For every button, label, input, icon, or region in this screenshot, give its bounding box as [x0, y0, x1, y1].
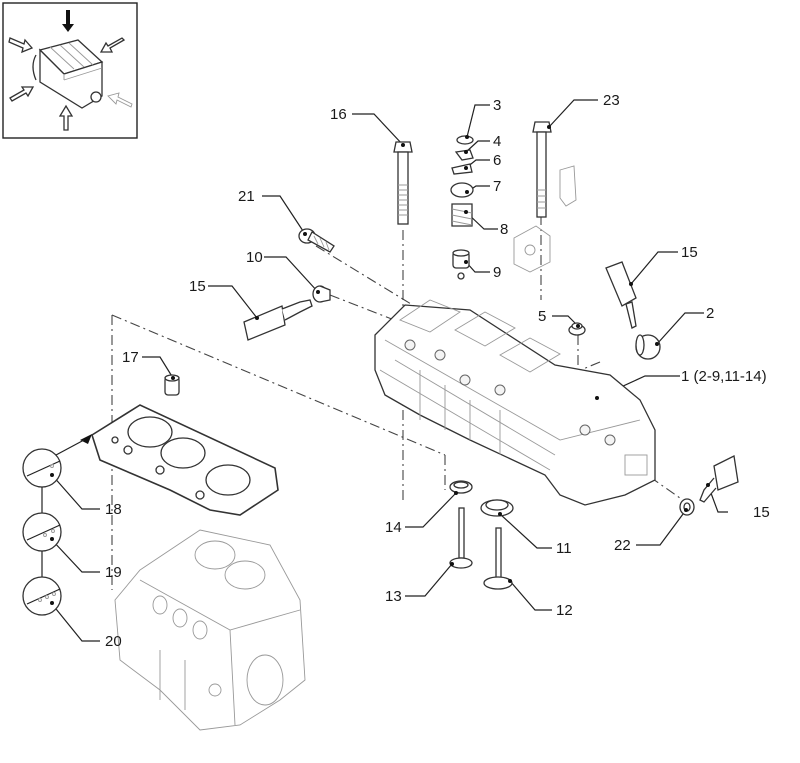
- callout-5: 5: [538, 308, 546, 325]
- callout-14: 14: [385, 519, 402, 536]
- engine-block: [114, 529, 306, 731]
- callout-15: 15: [753, 504, 770, 521]
- callout-18: 18: [105, 501, 122, 518]
- gasket-variant-19[interactable]: [22, 512, 62, 552]
- callout-4: 4: [493, 133, 501, 150]
- callout-8: 8: [500, 221, 508, 238]
- callout-2: 2: [706, 305, 714, 322]
- callout-22: 22: [614, 537, 631, 554]
- sealant-tube-top-right[interactable]: [605, 261, 637, 329]
- valve-seat-14[interactable]: [449, 480, 473, 494]
- valve-seat-11[interactable]: [480, 499, 514, 517]
- long-head-bolt-23[interactable]: [532, 121, 552, 218]
- intake-valve-12[interactable]: [483, 527, 513, 590]
- callout-3: 3: [493, 97, 501, 114]
- head-bolt-16[interactable]: [393, 141, 413, 225]
- callout-16: 16: [330, 106, 347, 123]
- gasket-variant-18[interactable]: [22, 448, 62, 488]
- callout-6: 6: [493, 152, 501, 169]
- exhaust-valve-13[interactable]: [449, 507, 473, 569]
- rocker-bracket: [513, 165, 577, 273]
- callout-15: 15: [189, 278, 206, 295]
- callout-12: 12: [556, 602, 573, 619]
- callout-labels: 1 (2-9,11-14) 2 3 4 5 6 7 8 9 10 11 12 1…: [105, 92, 770, 650]
- callout-1: 1 (2-9,11-14): [681, 368, 767, 385]
- valve-train-stack[interactable]: [450, 135, 474, 280]
- gasket-pointer: [55, 439, 85, 456]
- leader-lines: [51, 99, 728, 642]
- callout-17: 17: [122, 349, 139, 366]
- callout-15: 15: [681, 244, 698, 261]
- plug-cap-2[interactable]: [635, 334, 661, 360]
- leader-dots: [171, 125, 710, 583]
- glow-plug-21[interactable]: [298, 228, 335, 253]
- head-gasket[interactable]: [80, 404, 279, 516]
- callout-19: 19: [105, 564, 122, 581]
- gasket-variant-20[interactable]: [22, 576, 62, 616]
- sealant-tube-right[interactable]: [699, 455, 739, 503]
- callout-11: 11: [556, 540, 572, 557]
- sealant-tube-left[interactable]: [243, 299, 313, 341]
- callout-7: 7: [493, 178, 501, 195]
- callout-21: 21: [238, 188, 255, 205]
- callout-9: 9: [493, 264, 501, 281]
- callout-23: 23: [603, 92, 620, 109]
- callout-20: 20: [105, 633, 122, 650]
- callout-13: 13: [385, 588, 402, 605]
- callout-10: 10: [246, 249, 263, 266]
- engine-orientation-icon: [8, 10, 133, 131]
- plug-10[interactable]: [312, 285, 331, 303]
- orientation-inset: [2, 2, 138, 139]
- cylinder-head-1[interactable]: [374, 299, 656, 506]
- plug-seal-22[interactable]: [679, 498, 695, 516]
